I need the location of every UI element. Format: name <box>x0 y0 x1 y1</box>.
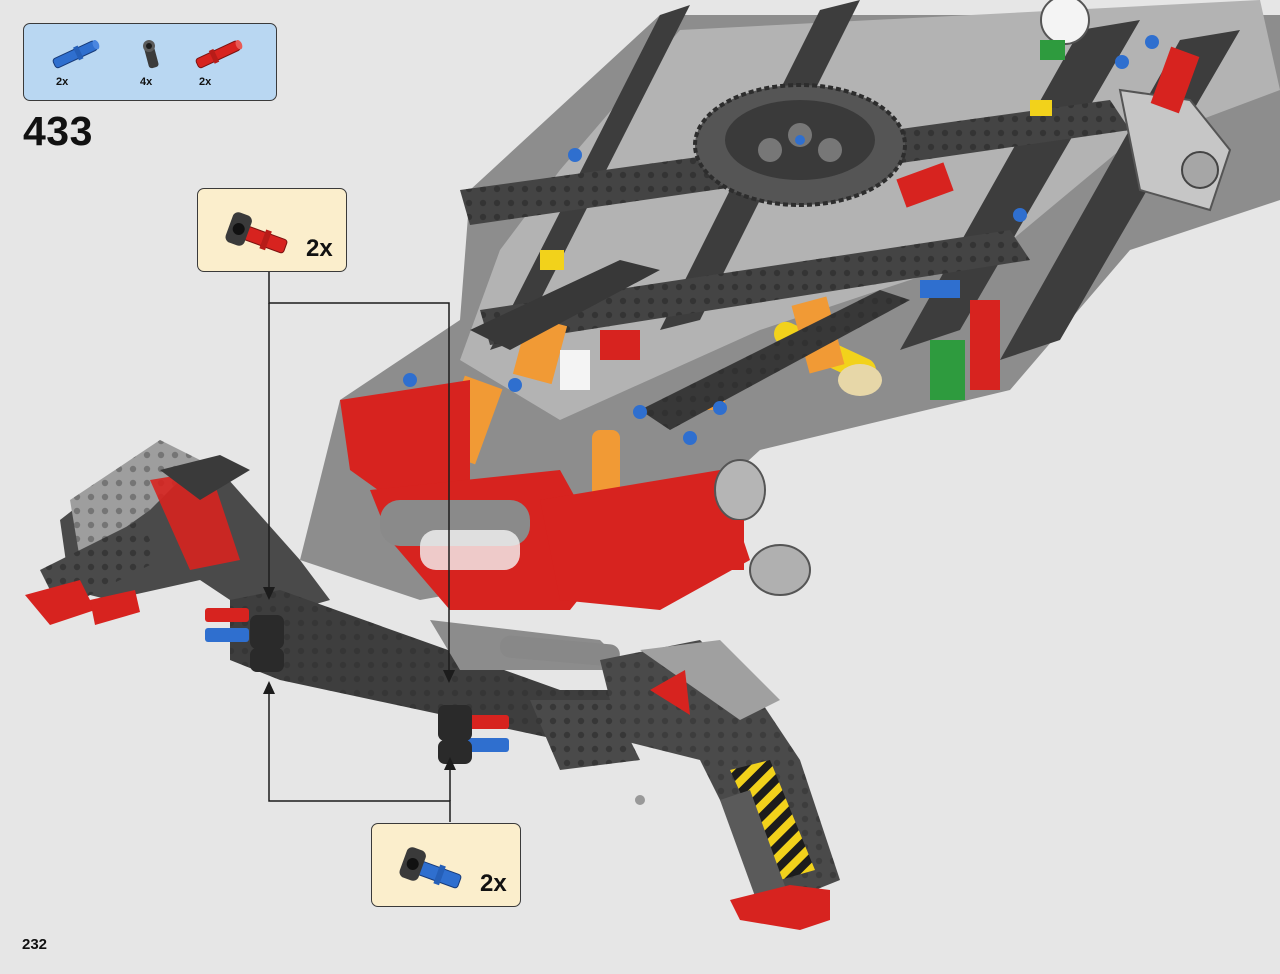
arrow-down-icon <box>263 587 275 600</box>
red-pin-assembly-icon <box>225 212 288 254</box>
blue-axle-pin-icon <box>52 39 100 69</box>
page-number: 232 <box>22 936 48 953</box>
black-pin-connector-icon <box>143 40 159 69</box>
step-number: 433 <box>23 108 93 154</box>
parts-item-quantity: 4x <box>140 76 153 88</box>
pin-assemblies <box>205 608 509 764</box>
left-outrigger <box>25 440 330 625</box>
parts-item-red: 2x <box>189 34 249 94</box>
arrow-down-icon <box>443 670 455 683</box>
red-axle-pin-icon <box>195 39 243 69</box>
front-chassis <box>340 380 811 610</box>
chassis-main <box>300 0 1280 600</box>
callout-top: 2x <box>197 188 347 272</box>
callout-bottom: 2x <box>371 823 521 907</box>
arrow-up-icon <box>263 681 275 694</box>
callout-quantity: 2x <box>306 235 333 262</box>
parts-item-black: 4x <box>132 34 192 94</box>
arrow-up-icon <box>444 757 456 770</box>
parts-item-quantity: 2x <box>56 76 69 88</box>
right-outrigger <box>530 640 840 930</box>
parts-item-blue: 2x <box>46 34 106 94</box>
parts-item-quantity: 2x <box>199 76 212 88</box>
blue-pin-assembly-icon <box>399 847 462 889</box>
callout-quantity: 2x <box>480 870 507 897</box>
parts-list-box: 2x 4x 2x <box>23 23 277 101</box>
